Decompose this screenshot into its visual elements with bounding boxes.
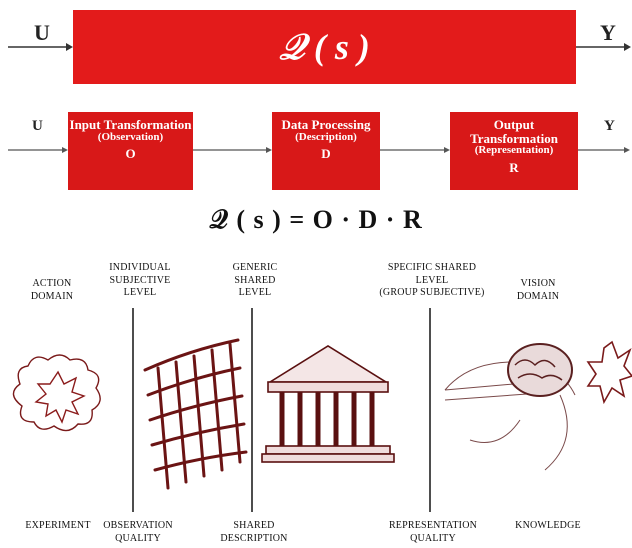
action-domain-line1: ACTION	[32, 278, 72, 289]
vision-head-icon	[444, 343, 576, 471]
description-block: Data Processing (Description) D	[272, 112, 380, 190]
specific-line2: LEVEL	[415, 274, 449, 286]
shared-description-line2: DESCRIPTION	[220, 532, 288, 544]
description-block-sub: (Description)	[295, 130, 357, 143]
representation-block-sub: (Representation)	[474, 144, 554, 157]
specific-line3: (GROUP SUBJECTIVE)	[379, 287, 485, 298]
observation-block: Input Transformation (Observation) O	[68, 112, 193, 190]
experiment-cloud-icon	[12, 354, 101, 432]
knowledge-burst-icon	[586, 340, 632, 405]
vision-line1: VISION	[520, 278, 556, 289]
observation-quality-label: OBSERVATION QUALITY	[96, 520, 180, 545]
generic-line2: SHARED	[234, 274, 276, 286]
level-dividers	[132, 308, 431, 512]
generic-line3: LEVEL	[238, 287, 272, 298]
individual-line3: LEVEL	[123, 287, 157, 298]
experiment-label: EXPERIMENT	[25, 520, 91, 531]
pipeline-input-label: U	[32, 118, 43, 134]
representation-block-letter: R	[509, 159, 519, 175]
decomposition-formula: 𝒬 ( s ) = O · D · R	[209, 205, 423, 234]
pipeline-output-label: Y	[604, 118, 615, 134]
generic-line1: GENERIC	[232, 262, 278, 273]
specific-line1: SPECIFIC SHARED	[387, 262, 477, 273]
shared-description-label: SHARED DESCRIPTION	[214, 520, 294, 545]
individual-level-label: INDIVIDUAL SUBJECTIVE LEVEL	[100, 262, 180, 300]
top-output-arrow	[576, 43, 631, 51]
temple-icon	[261, 345, 395, 463]
pipeline-arrows	[8, 147, 630, 153]
individual-line2: SUBJECTIVE	[109, 274, 171, 286]
individual-line1: INDIVIDUAL	[109, 262, 171, 273]
transfer-function-label: 𝒬 ( s )	[279, 26, 370, 67]
top-input-label: U	[34, 20, 50, 45]
shared-description-line1: SHARED	[233, 520, 275, 531]
description-block-title: Data Processing	[281, 117, 371, 132]
action-domain-label: ACTION DOMAIN	[22, 278, 82, 303]
vision-line2: DOMAIN	[516, 290, 560, 302]
observation-block-sub: (Observation)	[97, 130, 164, 143]
observation-block-letter: O	[125, 146, 136, 162]
top-input-arrow	[8, 43, 73, 51]
transfer-function-box: 𝒬 ( s )	[73, 10, 576, 84]
specific-level-label: SPECIFIC SHARED LEVEL (GROUP SUBJECTIVE)	[368, 262, 496, 300]
observation-block-title: Input Transformation	[69, 117, 192, 132]
top-output-label: Y	[600, 20, 616, 45]
representation-block-title: Output Transformation	[470, 117, 558, 146]
representation-quality-label: REPRESENTATION QUALITY	[380, 520, 486, 545]
representation-quality-line1: REPRESENTATION	[388, 520, 478, 531]
observation-grid-icon	[143, 338, 248, 490]
action-domain-line2: DOMAIN	[30, 290, 74, 302]
generic-level-label: GENERIC SHARED LEVEL	[220, 262, 290, 300]
observation-quality-line2: QUALITY	[115, 532, 161, 544]
knowledge-label: KNOWLEDGE	[515, 520, 581, 531]
vision-domain-label: VISION DOMAIN	[508, 278, 568, 303]
representation-quality-line2: QUALITY	[410, 532, 456, 544]
description-block-letter: D	[321, 146, 331, 162]
representation-block: Output Transformation (Representation) R	[450, 112, 578, 190]
observation-quality-line1: OBSERVATION	[103, 520, 173, 531]
